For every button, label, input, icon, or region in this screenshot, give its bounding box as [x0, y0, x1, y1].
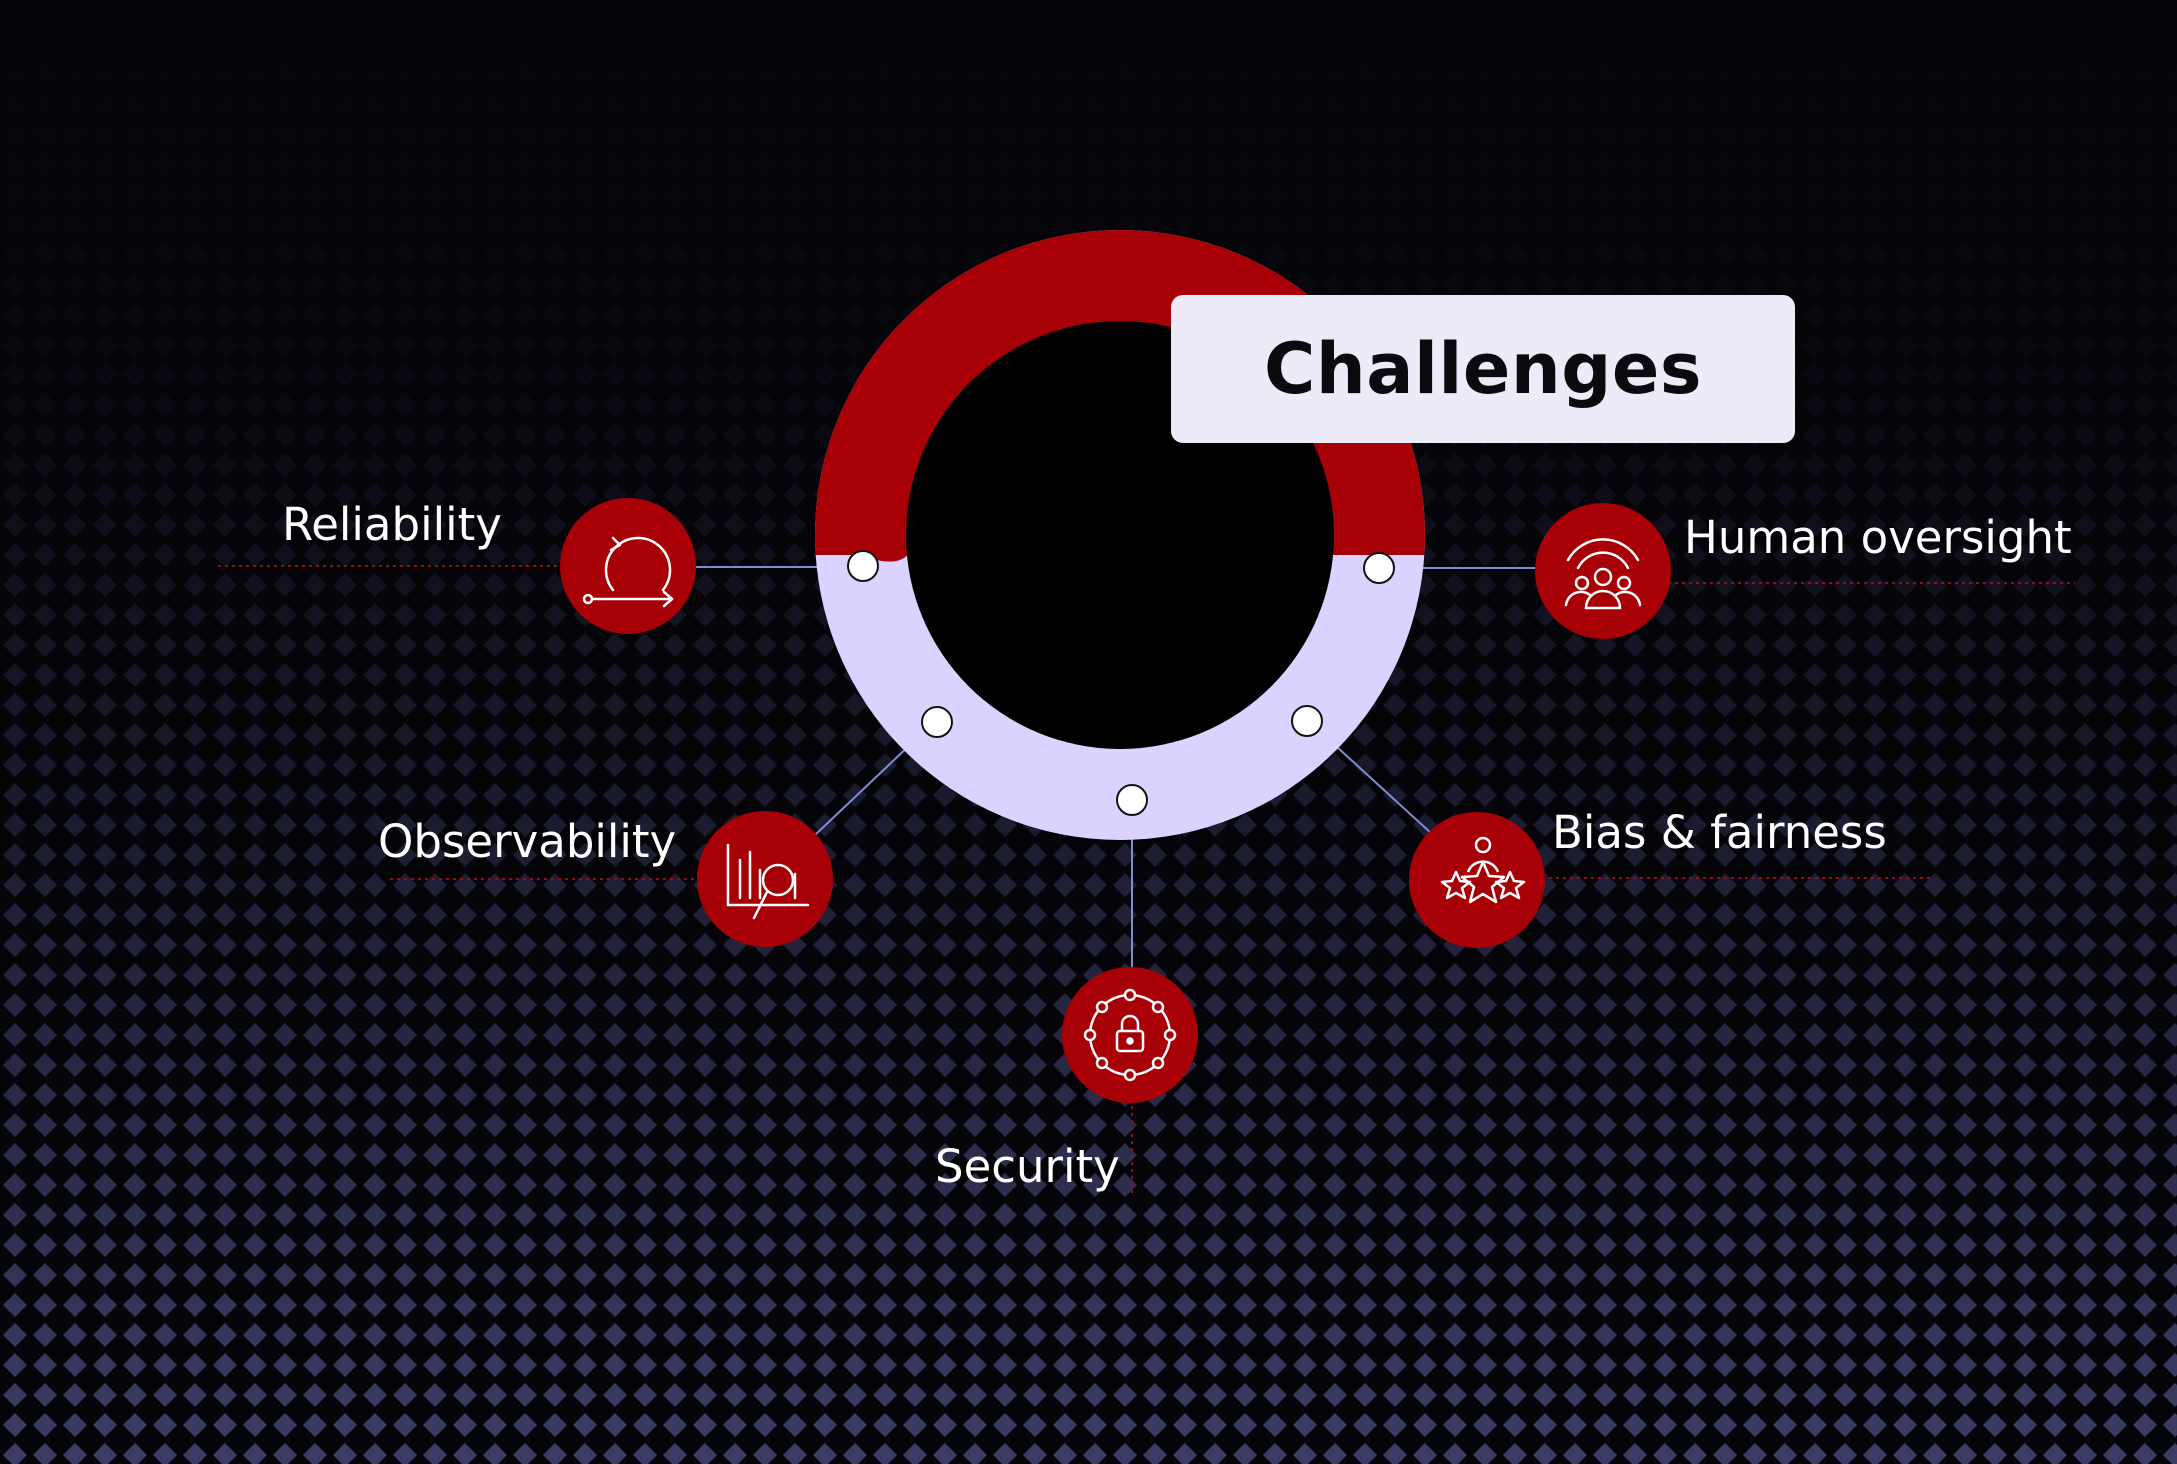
cycle-arrow-icon: [582, 536, 674, 608]
badge-observability: [697, 811, 833, 947]
lock-network-icon: [1083, 988, 1177, 1082]
badge-human-oversight: [1535, 503, 1671, 639]
title-box: Challenges: [1171, 295, 1795, 443]
node-observability: [921, 706, 953, 738]
badge-reliability: [560, 498, 696, 634]
people-group-icon: [1564, 538, 1642, 610]
diagram-title: Challenges: [1264, 328, 1702, 410]
node-human-oversight: [1363, 552, 1395, 584]
node-bias-fairness: [1291, 705, 1323, 737]
guide-lines: [218, 565, 2075, 1195]
label-security: Security: [935, 1140, 1120, 1193]
badge-bias-fairness: [1409, 812, 1545, 948]
ring-nodes: [847, 550, 1395, 816]
label-bias-fairness: Bias & fairness: [1552, 806, 1887, 859]
node-reliability: [847, 550, 879, 582]
label-human-oversight: Human oversight: [1684, 511, 2072, 564]
label-observability: Observability: [378, 815, 677, 868]
chart-magnifier-icon: [726, 843, 810, 920]
person-stars-icon: [1440, 836, 1526, 904]
label-reliability: Reliability: [282, 498, 502, 551]
badge-security: [1062, 967, 1198, 1103]
node-security: [1116, 784, 1148, 816]
